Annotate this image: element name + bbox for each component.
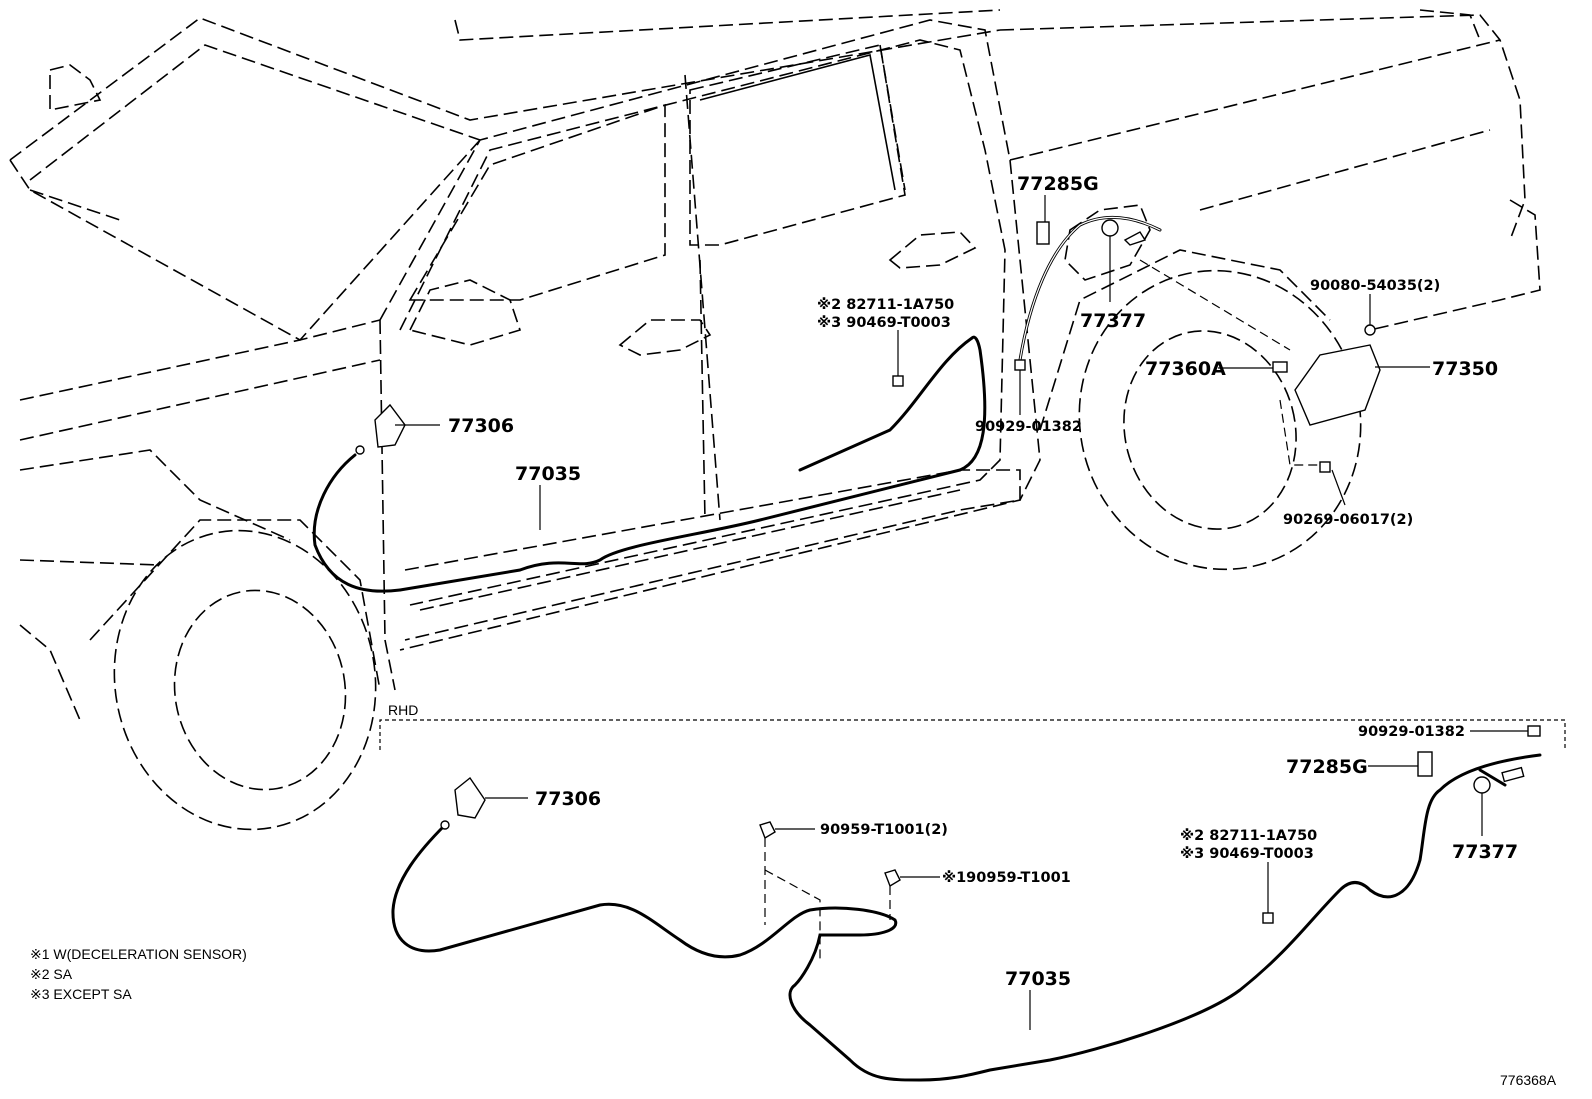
label-77360a: 77360A bbox=[1145, 358, 1226, 380]
legend-note-3: ※3 EXCEPT SA bbox=[30, 986, 132, 1002]
label-77377-top: 77377 bbox=[1080, 310, 1146, 332]
label-note3-top: ※3 90469-T0003 bbox=[817, 315, 951, 331]
vehicle-outline bbox=[9, 9, 1541, 831]
label-77035-top: 77035 bbox=[515, 463, 581, 485]
label-note2-top: ※2 82711-1A750 bbox=[817, 297, 954, 313]
label-77350: 77350 bbox=[1432, 358, 1498, 380]
label-90959-2: 90959-T1001(2) bbox=[820, 822, 948, 838]
label-90959-1: ※190959-T1001 bbox=[942, 870, 1071, 886]
part-90269-top bbox=[1319, 461, 1331, 473]
label-77285g-bot: 77285G bbox=[1286, 756, 1368, 778]
label-77306-bot: 77306 bbox=[535, 788, 601, 810]
part-77360a bbox=[1272, 361, 1288, 373]
part-77306-top bbox=[355, 403, 406, 455]
part-90080 bbox=[1364, 324, 1376, 336]
figure-id: 776368A bbox=[1500, 1072, 1557, 1088]
part-77377-bot bbox=[1473, 776, 1491, 794]
legend-note-2: ※2 SA bbox=[30, 966, 73, 982]
part-77306-bot bbox=[440, 776, 486, 830]
part-77285g-top bbox=[1036, 221, 1050, 245]
part-77285g-bot bbox=[1417, 751, 1433, 777]
label-note3-bot: ※3 90469-T0003 bbox=[1180, 846, 1314, 862]
dash-90959-2 bbox=[764, 838, 821, 960]
label-90929-bot: 90929-01382 bbox=[1358, 724, 1465, 740]
clip-90929-top bbox=[1014, 359, 1026, 371]
label-77035-bot: 77035 bbox=[1005, 968, 1071, 990]
clip-90959-1 bbox=[884, 869, 901, 888]
part-sensor-end bbox=[1501, 766, 1525, 783]
rhd-bracket bbox=[379, 719, 1566, 750]
rhd-section: RHD bbox=[379, 702, 1566, 1082]
label-90269: 90269-06017(2) bbox=[1283, 512, 1413, 528]
label-90080: 90080-54035(2) bbox=[1310, 278, 1440, 294]
legend-note-1: ※1 W(DECELERATION SENSOR) bbox=[30, 946, 247, 962]
clip-82711-top bbox=[892, 375, 904, 387]
clip-90929-bot bbox=[1527, 725, 1541, 737]
label-90929-top: 90929-01382 bbox=[975, 419, 1082, 435]
label-77285g-top: 77285G bbox=[1017, 173, 1099, 195]
label-rhd: RHD bbox=[388, 702, 418, 718]
label-77377-bot: 77377 bbox=[1452, 841, 1518, 863]
clip-90959-2 bbox=[759, 821, 776, 840]
part-77377-top bbox=[1101, 219, 1147, 246]
part-77350-fuel-lid bbox=[1294, 344, 1381, 426]
top-cable-assembly bbox=[312, 215, 1162, 593]
label-note2-bot: ※2 82711-1A750 bbox=[1180, 828, 1317, 844]
dash-fuel-lid bbox=[1139, 259, 1320, 466]
leader-90269-top bbox=[1331, 469, 1346, 506]
clip-82711-bot bbox=[1262, 912, 1274, 924]
label-77306-top: 77306 bbox=[448, 415, 514, 437]
legend: ※1 W(DECELERATION SENSOR) ※2 SA ※3 EXCEP… bbox=[30, 946, 247, 1002]
